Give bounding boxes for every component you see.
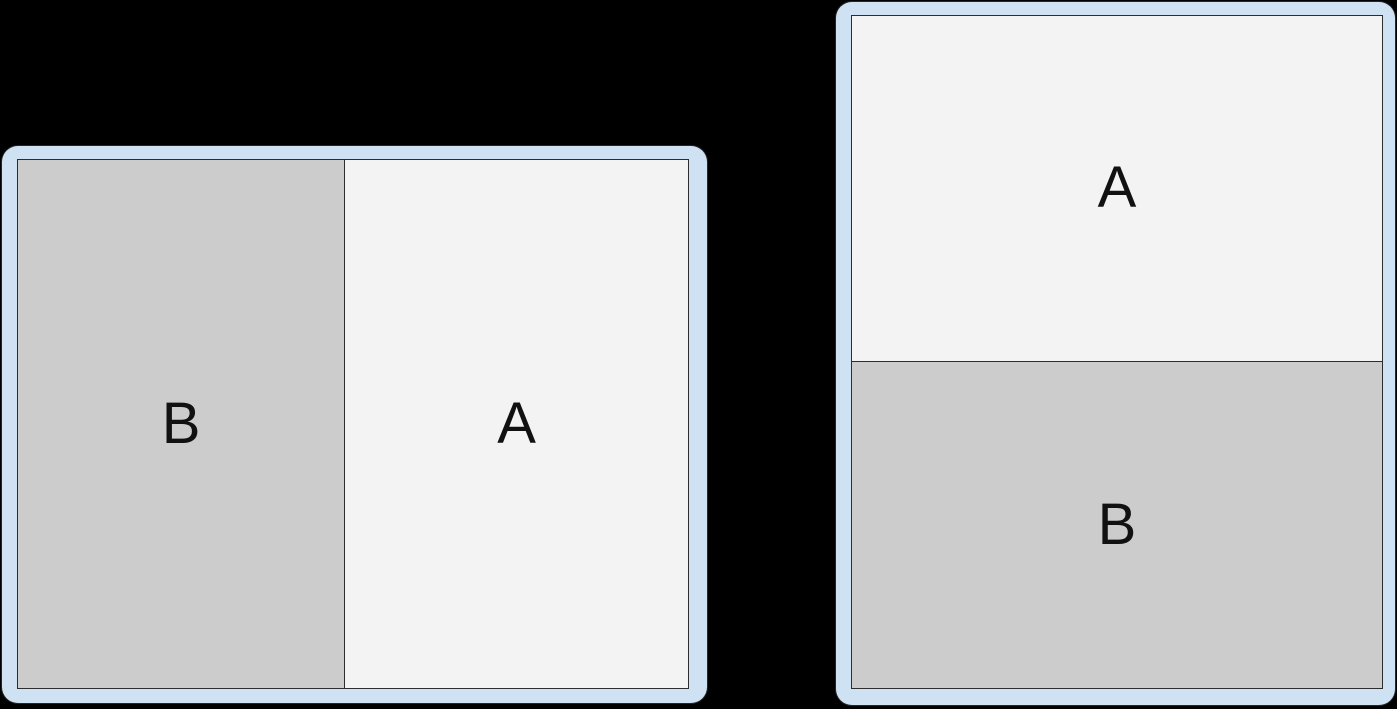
- device-frame-landscape: B A: [2, 146, 707, 703]
- pane-b-landscape: B: [17, 159, 345, 689]
- pane-a-portrait: A: [851, 15, 1383, 361]
- pane-b-label: B: [161, 391, 201, 456]
- screen-landscape: B A: [17, 159, 689, 689]
- pane-b-portrait: B: [851, 360, 1383, 689]
- pane-a-landscape: A: [344, 159, 689, 689]
- pane-a-label: A: [1097, 155, 1137, 221]
- pane-b-label: B: [1097, 491, 1137, 557]
- screen-portrait: A B: [851, 15, 1383, 689]
- device-frame-portrait: A B: [836, 2, 1395, 705]
- pane-a-label: A: [497, 391, 536, 456]
